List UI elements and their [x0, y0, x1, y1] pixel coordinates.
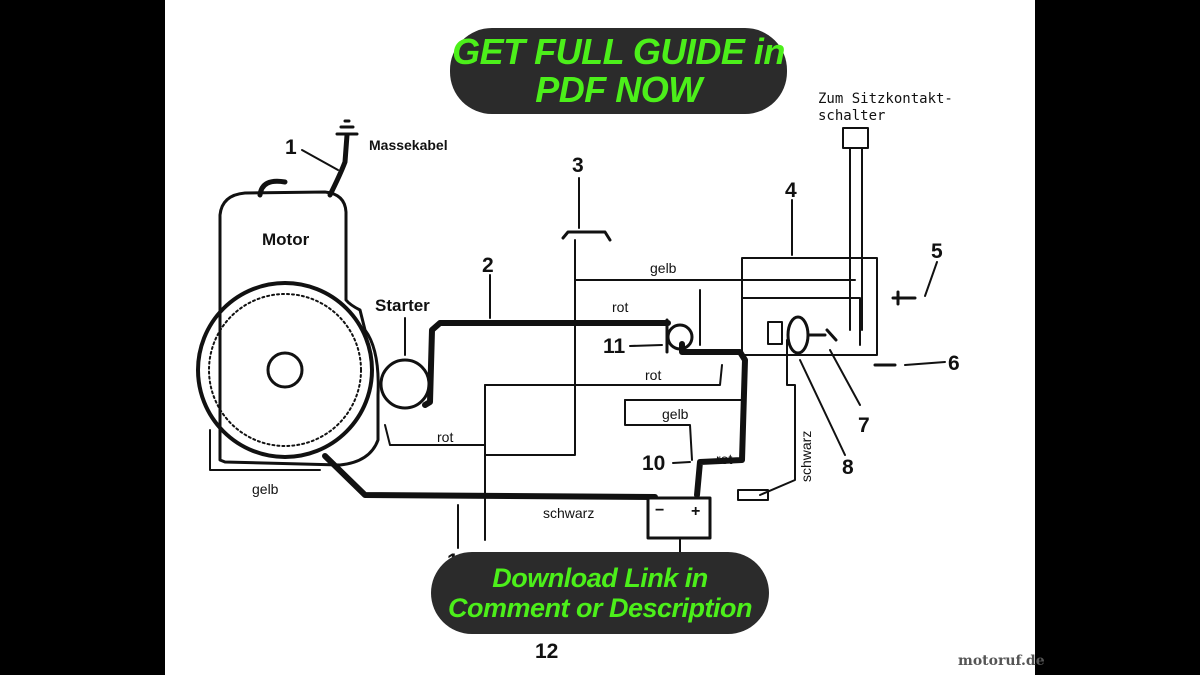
wire-schwarz-vertical — [759, 339, 796, 496]
relay-inner — [741, 297, 861, 346]
wire-harness-2 — [422, 320, 671, 408]
download-link-line1: Download Link in — [492, 563, 708, 593]
wire-schwarz-main — [322, 453, 658, 500]
wire-rot-1 — [484, 364, 723, 386]
motor-housing — [218, 190, 380, 467]
wire-label-gelb-left: gelb — [252, 481, 279, 497]
battery-minus: − — [655, 502, 664, 519]
callout-leader-11 — [629, 344, 663, 347]
callout-leader-7 — [829, 349, 861, 406]
wire-label-gelb-mid: gelb — [662, 406, 689, 422]
ground-cable — [257, 132, 350, 198]
callout-leader-10 — [672, 461, 691, 464]
wire-label-gelb-top: gelb — [650, 260, 677, 276]
download-link-line2: Comment or Description — [447, 593, 753, 623]
wire-label-rot-2: rot — [645, 367, 661, 383]
wire-rot-low — [384, 384, 486, 541]
label-starter: Starter — [375, 296, 430, 315]
callout-7: 7 — [858, 414, 870, 437]
callout-8: 8 — [842, 456, 854, 479]
callout-11: 11 — [603, 335, 626, 358]
wire-label-rot-3: rot — [437, 429, 453, 445]
connector-loose — [737, 489, 769, 501]
get-guide-line2: PDF NOW — [535, 69, 702, 110]
wire-battery-rot — [679, 341, 748, 498]
callout-4: 4 — [785, 179, 797, 202]
callout-10: 10 — [642, 452, 665, 475]
connector-5 — [891, 290, 917, 306]
label-motor: Motor — [262, 230, 310, 249]
motor-hub — [266, 351, 304, 389]
label-massekabel: Massekabel — [369, 137, 448, 153]
relay-box — [741, 257, 878, 356]
callout-leader-6 — [904, 361, 946, 366]
wire-label-rot-1: rot — [612, 299, 628, 315]
callout-2: 2 — [482, 254, 494, 277]
wire-gelb-mid — [624, 399, 693, 461]
callout-leader-1 — [301, 149, 339, 171]
callout-3: 3 — [572, 154, 584, 177]
label-sitzkontakt-line1: Zum Sitzkontakt- — [818, 91, 953, 107]
get-guide-line1: GET FULL GUIDE in — [452, 31, 785, 72]
download-link-banner[interactable]: Download Link in Comment or Description — [431, 552, 769, 634]
key-switch — [786, 315, 810, 355]
wire-label-schwarz-bottom: schwarz — [543, 505, 594, 521]
battery-plus: + — [691, 503, 700, 520]
callout-leader-8 — [799, 359, 846, 456]
starter-motor — [379, 358, 431, 410]
callout-6: 6 — [948, 352, 960, 375]
motor-fan — [196, 281, 374, 459]
seat-switch-housing — [842, 127, 869, 149]
seat-switch-column — [849, 147, 863, 331]
callout-5: 5 — [931, 240, 943, 263]
ground-symbol — [335, 119, 359, 136]
key-switch-plug — [767, 321, 783, 345]
watermark-logo: motoruf.de — [958, 653, 1045, 669]
wire-vertical-3 — [484, 239, 576, 456]
wire-rot-2 — [624, 289, 746, 401]
callout-1: 1 — [285, 136, 297, 159]
label-sitzkontakt-line2: schalter — [818, 108, 885, 124]
callout-12: 12 — [535, 640, 558, 663]
callout-leader-5 — [924, 261, 938, 297]
fuse-3 — [561, 230, 612, 242]
wire-gelb-left — [209, 429, 321, 471]
get-guide-banner[interactable]: GET FULL GUIDE in PDF NOW — [450, 28, 787, 114]
wire-label-rot-4: rot — [716, 451, 732, 467]
motor-fan-grille — [208, 293, 362, 447]
wire-label-schwarz-vertical: schwarz — [798, 431, 814, 482]
